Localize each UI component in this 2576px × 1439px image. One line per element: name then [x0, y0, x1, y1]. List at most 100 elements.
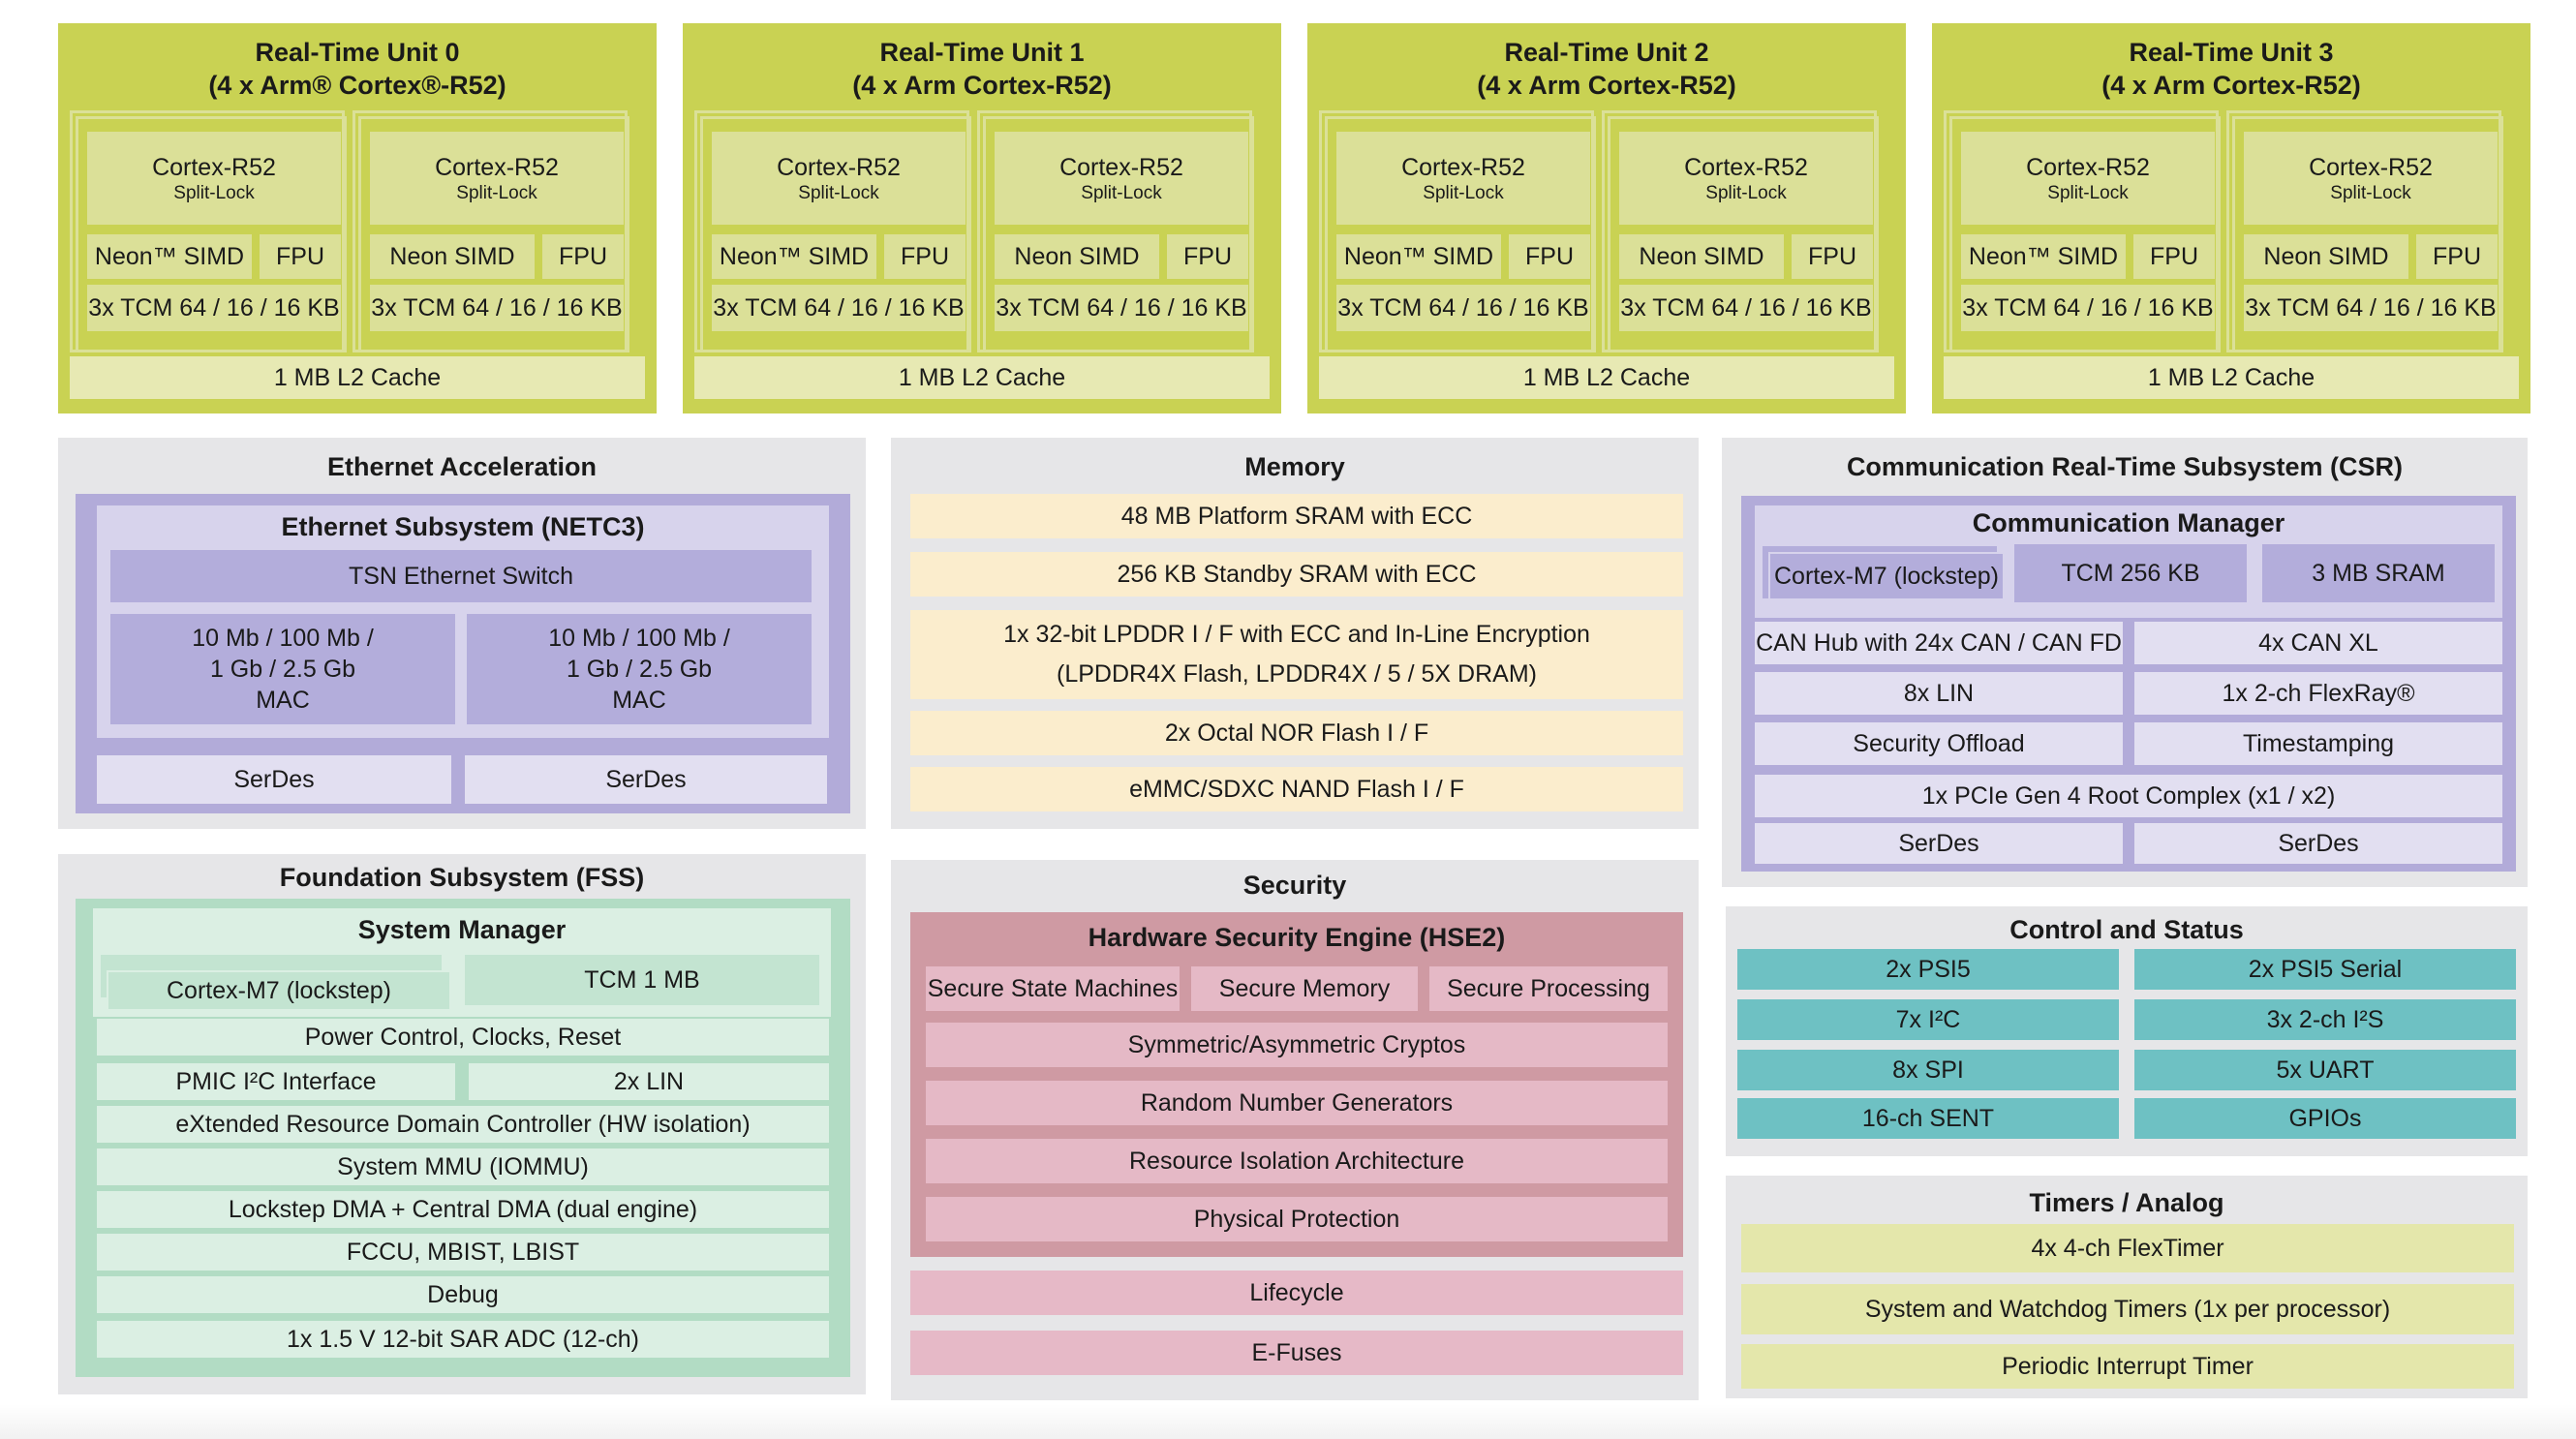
- security-lifecycle: Lifecycle: [910, 1271, 1683, 1315]
- fss-dma: Lockstep DMA + Central DMA (dual engine): [97, 1191, 829, 1228]
- core-0-simd: Neon™ SIMD: [87, 234, 252, 279]
- csr-can-hub: CAN Hub with 24x CAN / CAN FD: [1755, 622, 2123, 664]
- hse-sproc: Secure Processing: [1429, 966, 1668, 1011]
- mac-line3: MAC: [256, 687, 310, 714]
- rtu-1-l2-cache: 1 MB L2 Cache: [694, 356, 1270, 399]
- core-1-simd: Neon SIMD: [995, 234, 1159, 279]
- rtu-3-title: Real-Time Unit 3(4 x Arm Cortex-R52): [1932, 35, 2530, 103]
- core-name: Cortex-R52: [2026, 154, 2150, 181]
- core-0-tcm: 3x TCM 64 / 16 / 16 KB: [87, 285, 341, 331]
- core-1-fpu: FPU: [1167, 234, 1248, 279]
- fss-mmu: System MMU (IOMMU): [97, 1148, 829, 1185]
- lpddr-line1: 1x 32-bit LPDDR I / F with ECC and In-Li…: [1003, 621, 1590, 648]
- core-stack-outline: [1325, 116, 1596, 352]
- core-split-lock: Split-Lock: [2047, 183, 2129, 203]
- memory-nor: 2x Octal NOR Flash I / F: [910, 711, 1683, 755]
- core-name: Cortex-R52: [777, 154, 901, 181]
- core-stack-outline: [2232, 116, 2503, 352]
- fss-debug: Debug: [97, 1276, 829, 1313]
- lpddr-line2: (LPDDR4X Flash, LPDDR4X / 5 / 5X DRAM): [1057, 660, 1537, 688]
- core-1-tcm: 3x TCM 64 / 16 / 16 KB: [370, 285, 624, 331]
- rtu-title-line1: Real-Time Unit 2: [1504, 38, 1709, 67]
- core-0-fpu: FPU: [260, 234, 341, 279]
- core-name: Cortex-R52: [1684, 154, 1808, 181]
- core-stack-outline: [983, 116, 1254, 352]
- fss-title: Foundation Subsystem (FSS): [279, 863, 645, 892]
- csr-title: Communication Real-Time Subsystem (CSR): [1846, 452, 2404, 481]
- control-item-6: 16-ch SENT: [1737, 1098, 2119, 1139]
- mac-line2: 1 Gb / 2.5 Gb: [209, 656, 356, 683]
- core-0-tcm: 3x TCM 64 / 16 / 16 KB: [1336, 285, 1590, 331]
- memory-title: Memory: [1244, 452, 1345, 481]
- core-1-simd: Neon SIMD: [370, 234, 535, 279]
- fss-m7: Cortex-M7 (lockstep): [107, 970, 451, 1011]
- fss-xrdc: eXtended Resource Domain Controller (HW …: [97, 1106, 829, 1143]
- fss-pmic: PMIC I²C Interface: [97, 1063, 455, 1100]
- control-item-2: 7x I²C: [1737, 999, 2119, 1040]
- hse-smem: Secure Memory: [1191, 966, 1418, 1011]
- core-name: Cortex-R52: [1059, 154, 1183, 181]
- memory-emmc: eMMC/SDXC NAND Flash I / F: [910, 767, 1683, 811]
- timers-title: Timers / Analog: [2029, 1188, 2224, 1217]
- control-item-1: 2x PSI5 Serial: [2134, 949, 2516, 990]
- rtu-title-line1: Real-Time Unit 1: [879, 38, 1085, 67]
- csr-pcie: 1x PCIe Gen 4 Root Complex (x1 / x2): [1755, 775, 2502, 817]
- core-1-fpu: FPU: [2416, 234, 2498, 279]
- core-name: Cortex-R52: [1401, 154, 1525, 181]
- fss-power: Power Control, Clocks, Reset: [97, 1019, 829, 1056]
- core-0-tcm: 3x TCM 64 / 16 / 16 KB: [712, 285, 966, 331]
- core-split-lock: Split-Lock: [1081, 183, 1162, 203]
- core-0-simd: Neon™ SIMD: [1961, 234, 2126, 279]
- core-1-tcm: 3x TCM 64 / 16 / 16 KB: [2244, 285, 2498, 331]
- rtu-0-l2-cache: 1 MB L2 Cache: [70, 356, 645, 399]
- core-1-simd: Neon SIMD: [2244, 234, 2408, 279]
- control-item-4: 8x SPI: [1737, 1050, 2119, 1090]
- comm-manager-title: Communication Manager: [1972, 508, 2285, 537]
- bottom-fade: [0, 1404, 2576, 1439]
- ethernet-serdes-1: SerDes: [97, 755, 451, 804]
- hse-phys: Physical Protection: [926, 1197, 1668, 1241]
- security-title: Security: [1242, 871, 1347, 900]
- csr-can-xl: 4x CAN XL: [2134, 622, 2502, 664]
- core-1-fpu: FPU: [542, 234, 624, 279]
- memory-sram: 48 MB Platform SRAM with ECC: [910, 494, 1683, 538]
- rtu-0-title: Real-Time Unit 0(4 x Arm® Cortex®-R52): [58, 35, 657, 103]
- hse-ssm: Secure State Machines: [926, 966, 1180, 1011]
- core-0-fpu: FPU: [2133, 234, 2215, 279]
- ethernet-serdes-2: SerDes: [465, 755, 827, 804]
- fss-fccu: FCCU, MBIST, LBIST: [97, 1234, 829, 1271]
- core-name: Cortex-R52: [152, 154, 276, 181]
- control-item-3: 3x 2-ch I²S: [2134, 999, 2516, 1040]
- core-stack-outline: [1608, 116, 1879, 352]
- mac-line2: 1 Gb / 2.5 Gb: [566, 656, 713, 683]
- core-split-lock: Split-Lock: [173, 183, 255, 203]
- core-1-fpu: FPU: [1792, 234, 1873, 279]
- hse-rng: Random Number Generators: [926, 1081, 1668, 1125]
- timers-flex: 4x 4-ch FlexTimer: [1741, 1224, 2514, 1272]
- control-item-5: 5x UART: [2134, 1050, 2516, 1090]
- rtu-title-line2: (4 x Arm Cortex-R52): [2101, 71, 2361, 100]
- core-split-lock: Split-Lock: [2330, 183, 2411, 203]
- system-manager-title: System Manager: [357, 915, 567, 944]
- timers-pit: Periodic Interrupt Timer: [1741, 1344, 2514, 1389]
- core-0-tcm: 3x TCM 64 / 16 / 16 KB: [1961, 285, 2215, 331]
- core-1-tcm: 3x TCM 64 / 16 / 16 KB: [995, 285, 1248, 331]
- rtu-title-line1: Real-Time Unit 0: [255, 38, 460, 67]
- control-item-0: 2x PSI5: [1737, 949, 2119, 990]
- csr-serdes-1: SerDes: [1755, 823, 2123, 864]
- control-title: Control and Status: [2009, 915, 2244, 944]
- hse-ria: Resource Isolation Architecture: [926, 1139, 1668, 1183]
- memory-lpddr: 1x 32-bit LPDDR I / F with ECC and In-Li…: [910, 610, 1683, 699]
- control-item-7: GPIOs: [2134, 1098, 2516, 1139]
- csr-flexray: 1x 2-ch FlexRay®: [2134, 672, 2502, 715]
- core-1-tcm: 3x TCM 64 / 16 / 16 KB: [1619, 285, 1873, 331]
- ethernet-title: Ethernet Acceleration: [326, 452, 598, 481]
- core-0-fpu: FPU: [884, 234, 966, 279]
